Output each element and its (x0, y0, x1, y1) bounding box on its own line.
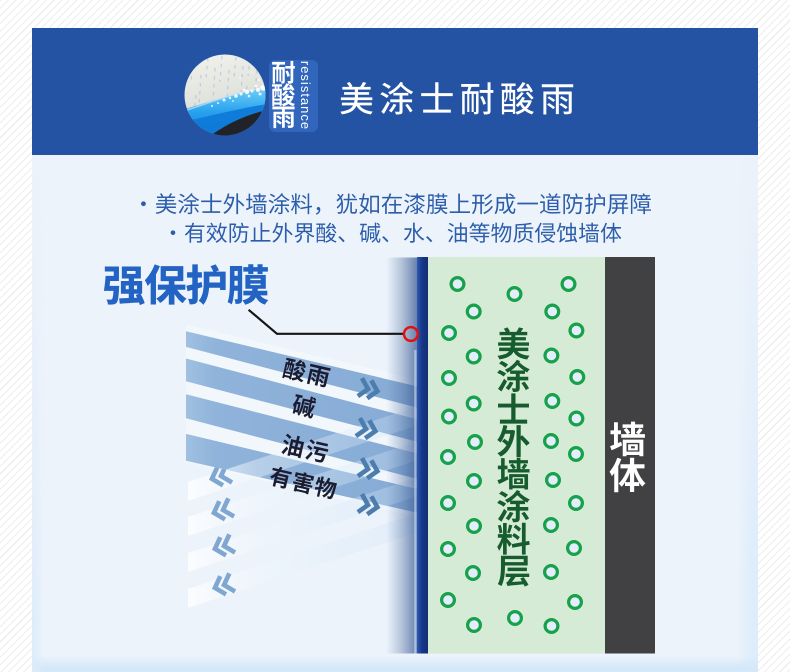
svg-text:resistance: resistance (298, 61, 313, 130)
